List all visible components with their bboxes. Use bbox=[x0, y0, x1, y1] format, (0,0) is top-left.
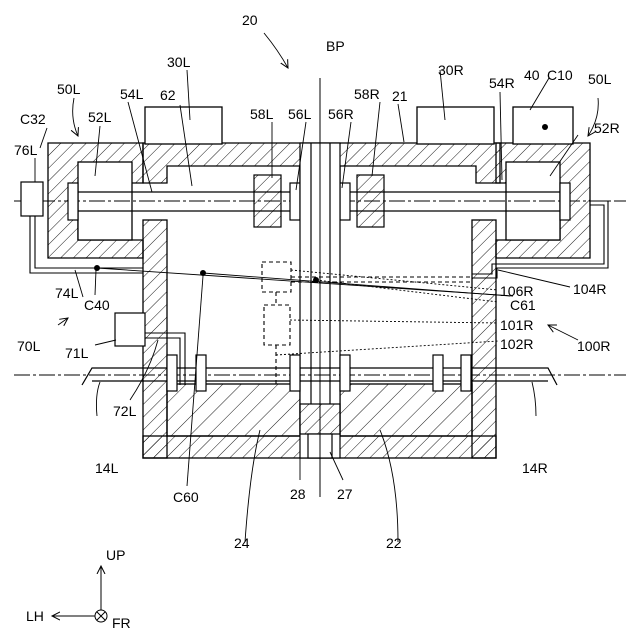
label-22: 22 bbox=[386, 535, 402, 551]
label-101R: 101R bbox=[500, 317, 533, 333]
label-52L: 52L bbox=[88, 109, 112, 125]
gear-58R bbox=[357, 175, 384, 227]
label-27: 27 bbox=[337, 486, 353, 502]
direction-forward-label: FR bbox=[112, 615, 131, 631]
direction-up-label: UP bbox=[106, 547, 125, 563]
label-30R: 30R bbox=[438, 62, 464, 78]
label-54L: 54L bbox=[120, 86, 144, 102]
label-71L: 71L bbox=[65, 345, 89, 361]
label-56R: 56R bbox=[328, 106, 354, 122]
label-58R: 58R bbox=[354, 86, 380, 102]
component-30R bbox=[417, 107, 494, 144]
label-C10: C10 bbox=[547, 67, 573, 83]
label-54R: 54R bbox=[489, 75, 515, 91]
label-100R: 100R bbox=[577, 338, 610, 354]
label-72L: 72L bbox=[113, 403, 137, 419]
label-30L: 30L bbox=[167, 54, 191, 70]
label-76L: 76L bbox=[14, 142, 38, 158]
label-40: 40 bbox=[524, 67, 540, 83]
label-28: 28 bbox=[290, 486, 306, 502]
label-56L: 56L bbox=[288, 106, 312, 122]
gear-58L bbox=[254, 175, 281, 227]
label-21: 21 bbox=[392, 88, 408, 104]
terminal-c32 bbox=[21, 182, 43, 216]
label-C61: C61 bbox=[510, 297, 536, 313]
label-C32: C32 bbox=[20, 111, 46, 127]
label-24: 24 bbox=[234, 535, 250, 551]
label-14R: 14R bbox=[522, 460, 548, 476]
label-C60: C60 bbox=[173, 489, 199, 505]
label-BP: BP bbox=[326, 38, 345, 54]
label-58L: 58L bbox=[250, 106, 274, 122]
component-62 bbox=[145, 107, 222, 144]
label-102R: 102R bbox=[500, 336, 533, 352]
direction-left-label: LH bbox=[26, 608, 44, 624]
label-20: 20 bbox=[242, 12, 258, 28]
label-52R: 52R bbox=[594, 120, 620, 136]
label-50L-right: 50L bbox=[588, 71, 612, 87]
label-62: 62 bbox=[160, 87, 176, 103]
label-104R: 104R bbox=[573, 281, 606, 297]
label-C40: C40 bbox=[84, 297, 110, 313]
sensor-c10 bbox=[542, 124, 548, 130]
direction-indicator bbox=[52, 566, 107, 622]
label-74L: 74L bbox=[55, 285, 79, 301]
label-50L-left: 50L bbox=[57, 81, 81, 97]
pump-70L bbox=[115, 313, 145, 346]
label-70L: 70L bbox=[17, 338, 41, 354]
label-14L: 14L bbox=[95, 460, 119, 476]
